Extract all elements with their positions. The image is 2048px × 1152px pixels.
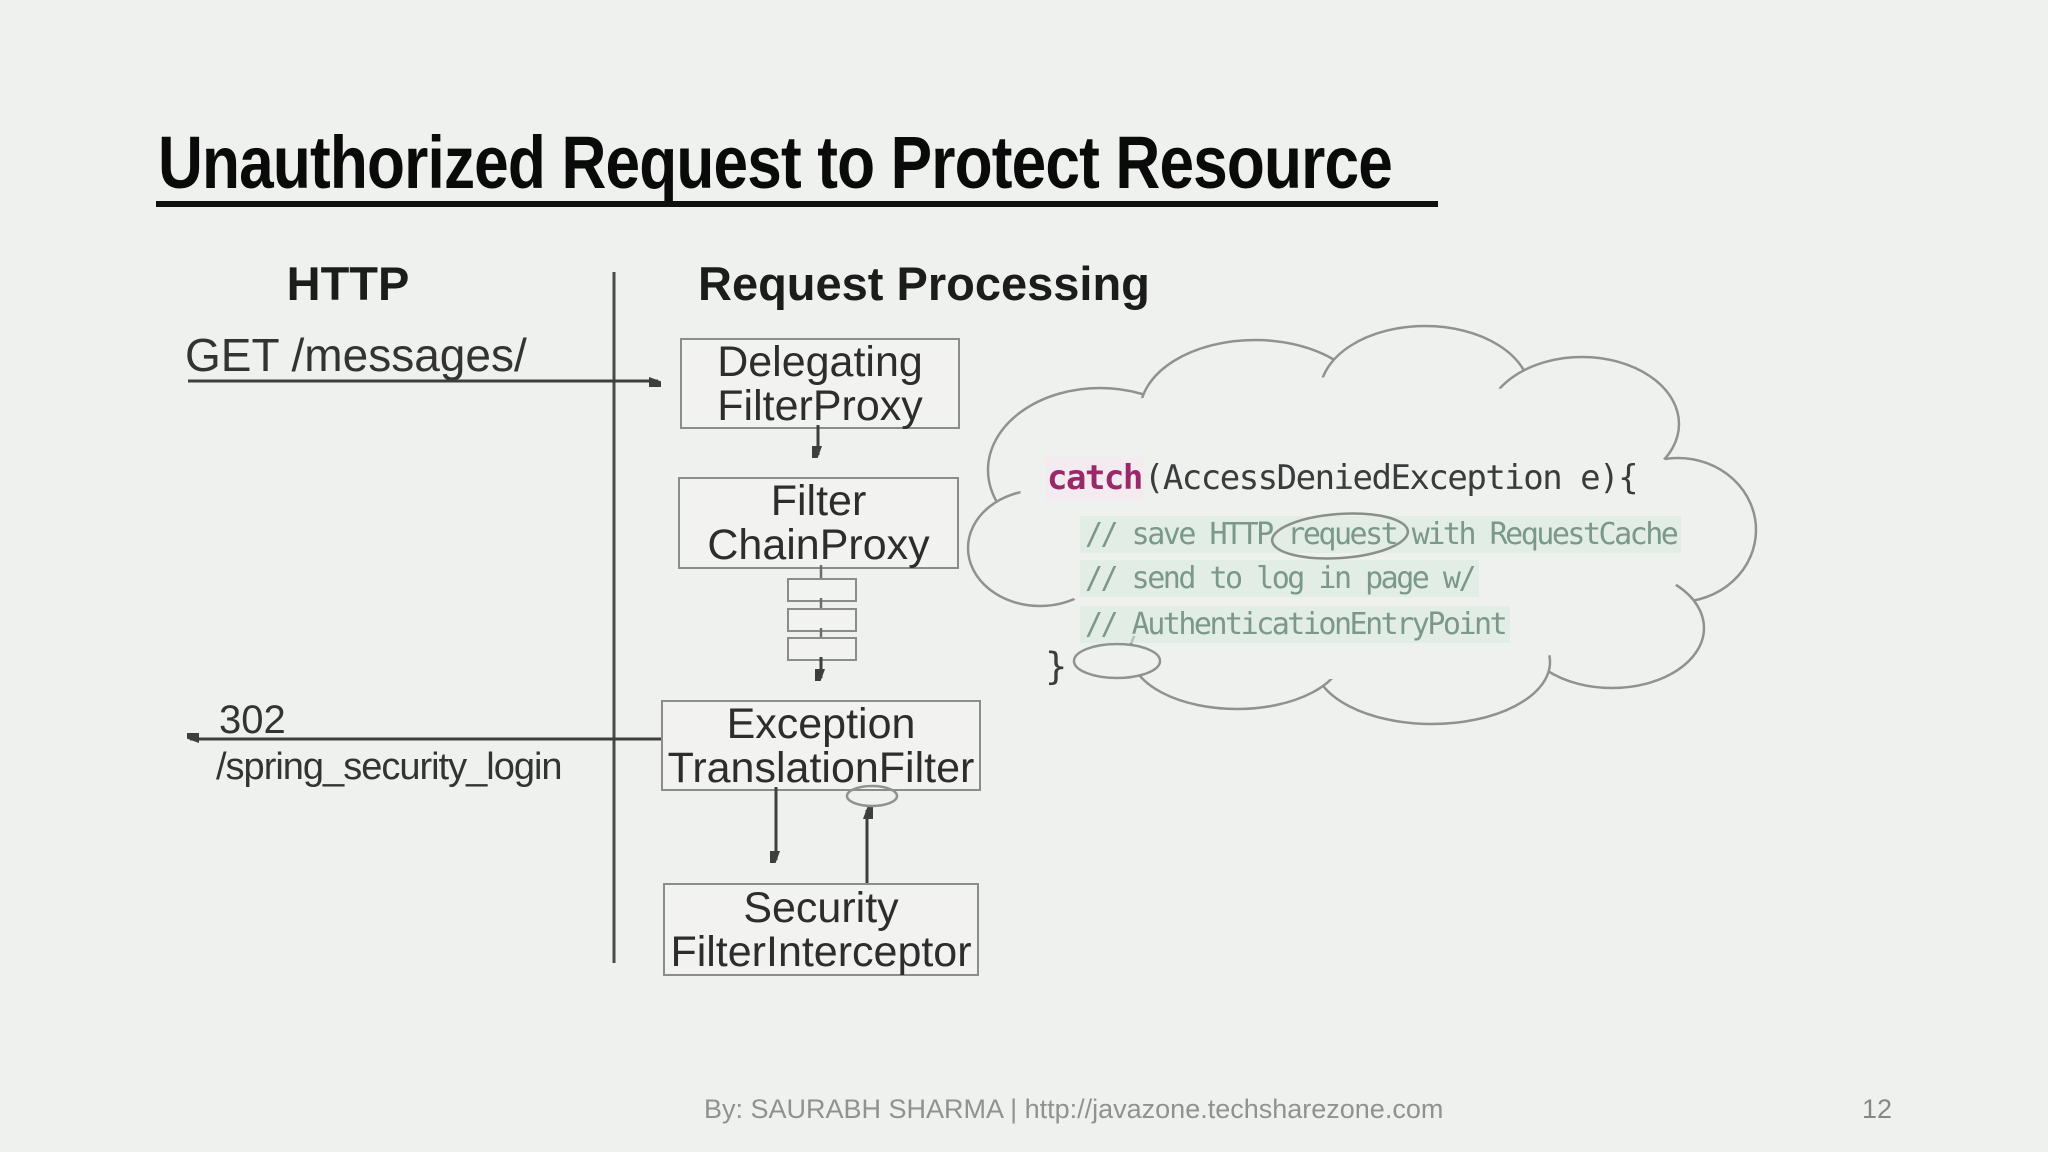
comment-text: // AuthenticationEntryPoint bbox=[1080, 606, 1511, 643]
title-underline bbox=[156, 201, 1438, 207]
response-path-label: /spring_security_login bbox=[216, 746, 563, 788]
filter-chain-item bbox=[787, 578, 857, 602]
code-catch-line: catch(AccessDeniedException e){ bbox=[1045, 457, 1639, 499]
column-header-request-processing: Request Processing bbox=[698, 257, 1150, 310]
page-number: 12 bbox=[1862, 1094, 1893, 1124]
box-label-line: Filter bbox=[770, 477, 867, 525]
slide-title: Unauthorized Request to Protect Resource bbox=[158, 121, 1393, 204]
code-comment-1: // save HTTP request with RequestCache bbox=[1080, 516, 1682, 553]
code-catch-rest: (AccessDeniedException e){ bbox=[1143, 458, 1639, 498]
box-label-line: TranslationFilter bbox=[667, 743, 975, 792]
code-comment-3: // AuthenticationEntryPoint bbox=[1080, 606, 1511, 643]
box-delegating-filter-proxy: Delegating FilterProxy bbox=[680, 338, 960, 429]
box-label-line: FilterInterceptor bbox=[670, 927, 972, 976]
column-header-http: HTTP bbox=[286, 257, 410, 310]
comment-text: // save HTTP request with RequestCache bbox=[1080, 516, 1682, 553]
filter-chain-item bbox=[787, 608, 857, 632]
box-label-line: Exception bbox=[726, 699, 916, 748]
request-label: GET /messages/ bbox=[185, 329, 527, 381]
comment-text: // send to log in page w/ bbox=[1080, 560, 1480, 597]
box-filter-chain-proxy: Filter ChainProxy bbox=[678, 477, 959, 569]
code-closing-brace: } bbox=[1045, 645, 1068, 688]
filter-chain-item bbox=[787, 637, 857, 661]
box-label-line: FilterProxy bbox=[717, 381, 923, 430]
box-label-line: Security bbox=[743, 883, 899, 932]
box-label-line: Delegating bbox=[717, 337, 923, 386]
response-code-label: 302 bbox=[219, 698, 286, 742]
box-label-line: ChainProxy bbox=[707, 521, 930, 569]
box-exception-translation-filter: Exception TranslationFilter bbox=[661, 700, 981, 791]
code-comment-2: // send to log in page w/ bbox=[1080, 560, 1480, 597]
box-security-filter-interceptor: Security FilterInterceptor bbox=[663, 883, 979, 976]
code-keyword: catch bbox=[1045, 457, 1144, 499]
footer-credit: By: SAURABH SHARMA | http://javazone.tec… bbox=[704, 1094, 1444, 1124]
thought-trail-bubble bbox=[1072, 642, 1162, 680]
